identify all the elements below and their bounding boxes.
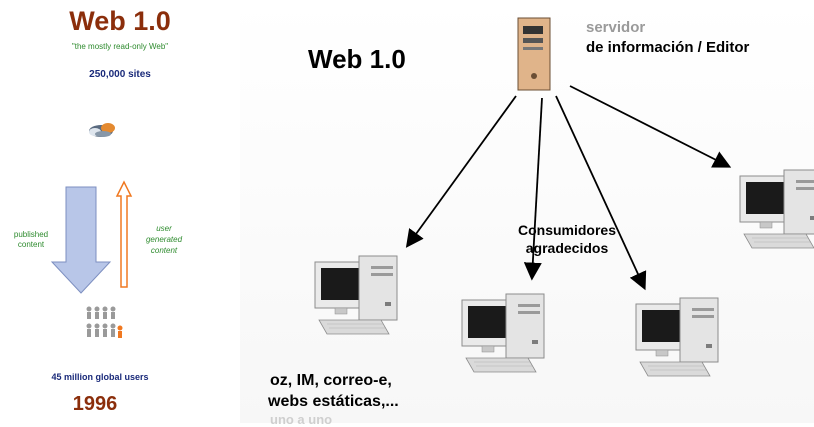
server-label-line2: de información / Editor	[586, 39, 750, 56]
bottom-line3: uno a uno	[270, 412, 333, 427]
arrow-to-pc-2	[523, 97, 543, 281]
left-graphics	[50, 123, 133, 338]
people-group-icon	[86, 306, 123, 338]
network-diagram	[314, 17, 814, 377]
published-content-arrow	[50, 186, 112, 294]
server-tower-icon	[517, 17, 551, 91]
cloud-icon	[89, 123, 115, 137]
right-panel: Web 1.0 servidor de información / Editor…	[240, 0, 814, 427]
published-content-label: published content	[13, 230, 49, 249]
desktop-computer-icon	[739, 169, 814, 249]
diagram-title: Web 1.0	[308, 44, 406, 74]
desktop-computer-icon	[461, 293, 545, 373]
sites-count: 250,000 sites	[89, 69, 151, 80]
arrow-to-pc-3	[555, 95, 647, 291]
left-subtitle: "the mostly read-only Web"	[71, 42, 169, 51]
user-generated-label: user generated content	[145, 224, 183, 255]
consumers-line1: Consumidores	[517, 222, 616, 238]
global-users: 45 million global users	[51, 372, 149, 382]
bottom-line2: webs estáticas,...	[268, 393, 399, 410]
bottom-line1: oz, IM, correo-e,	[270, 372, 392, 389]
desktop-computer-icon	[314, 255, 398, 335]
server-label-line1: servidor	[586, 19, 646, 36]
left-panel: Web 1.0 "the mostly read-only Web" 250,0…	[0, 0, 240, 423]
desktop-computer-icon	[635, 297, 719, 377]
arrow-to-pc-1	[405, 95, 517, 248]
arrow-to-pc-4	[569, 85, 732, 168]
consumers-line2: agradecidos	[525, 240, 609, 256]
year-label: 1996	[72, 393, 118, 415]
user-generated-arrow	[115, 180, 133, 288]
left-title: Web 1.0	[69, 6, 171, 36]
consumers-label: Consumidores agradecidos	[492, 221, 642, 257]
